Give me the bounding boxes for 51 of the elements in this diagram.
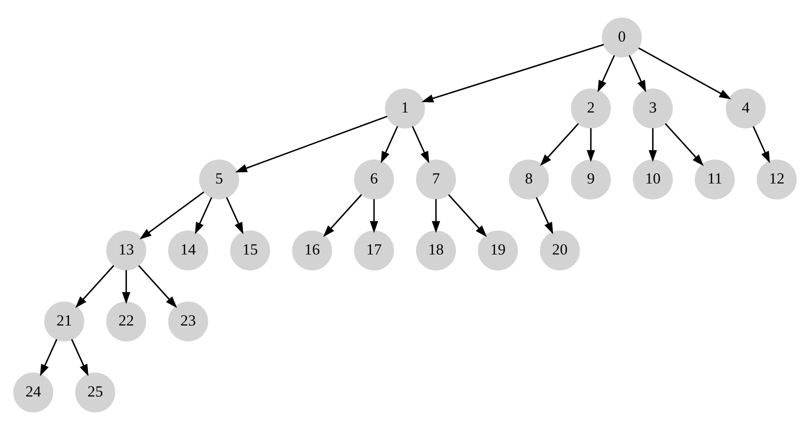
arrow [421,43,604,102]
node-circle: 20 [540,230,580,270]
node-circle: 9 [570,159,611,200]
arrow [432,198,440,232]
node-circle: 0 [602,17,642,58]
arrow [648,128,657,162]
node-circle: 2 [570,88,611,128]
node-circle: 25 [75,372,116,412]
node-circle: 14 [168,230,208,270]
node-circle: 6 [354,159,394,200]
node-circle: 23 [168,300,208,341]
arrow [540,122,579,166]
arrow [638,46,732,99]
arrow [412,126,430,163]
arrow [140,191,204,239]
node-circle: 8 [508,159,549,200]
arrow [380,126,398,163]
arrow [664,122,704,166]
node-circle: 18 [416,230,456,270]
arrow [75,264,114,308]
arrow [628,54,646,92]
node-circle: 13 [106,230,146,270]
node-circle: 19 [478,230,518,270]
node-circle: 12 [756,159,797,200]
node-circle: 3 [632,88,673,128]
arrow [536,196,554,234]
arrow [122,270,130,304]
arrow [586,128,596,162]
arrow [323,194,362,236]
arrow [598,54,615,92]
node-circle: 7 [416,159,456,200]
arrow [370,198,378,232]
node-circle: 4 [726,88,766,128]
node-circle: 24 [13,372,54,412]
arrow [194,196,212,234]
node-circle: 16 [292,230,332,270]
arrow [448,194,487,236]
arrow [71,338,88,376]
node-circle: 1 [385,88,425,128]
arrow [752,126,770,163]
node-circle: 22 [106,300,146,341]
arrow [138,264,178,308]
arrow [226,196,244,234]
node-circle: 10 [632,159,673,200]
node-circle: 11 [694,159,735,200]
arrow [235,115,388,172]
node-circle: 15 [230,230,270,270]
node-circle: 5 [199,159,240,200]
arrow [40,338,58,376]
node-circle: 17 [354,230,394,270]
node-circle: 21 [44,300,84,341]
